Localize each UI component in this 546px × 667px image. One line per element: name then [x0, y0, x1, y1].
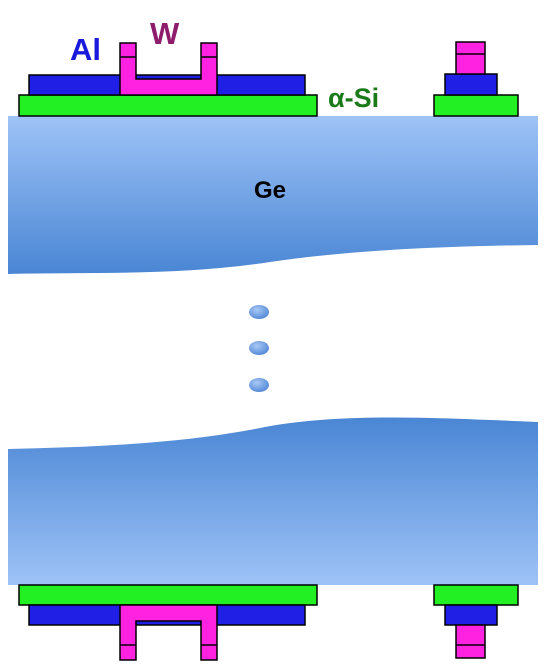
label-amorphous-silicon: α-Si: [328, 83, 379, 113]
amorphous-silicon-layer-bottom-left: [18, 584, 318, 606]
tungsten-contact-bottom-left: [119, 604, 218, 661]
ellipsis-dot: [249, 305, 269, 319]
germanium-crystal-bottom: [8, 417, 538, 585]
ellipsis-dot: [249, 341, 269, 355]
aluminum-layer-bottom-right: [444, 604, 498, 626]
aluminum-layer-top-right: [444, 73, 498, 96]
ellipsis-dot: [249, 378, 269, 392]
tungsten-contact-top-right: [455, 41, 486, 75]
germanium-crystal-top: [8, 116, 538, 274]
label-tungsten: W: [150, 16, 180, 51]
label-aluminum: Al: [70, 32, 101, 67]
amorphous-silicon-layer-bottom-right: [433, 584, 519, 606]
amorphous-silicon-layer-top-right: [433, 94, 519, 117]
tungsten-contact-top-left: [119, 42, 218, 96]
label-germanium: Ge: [254, 177, 286, 204]
tungsten-contact-bottom-right: [455, 624, 486, 659]
amorphous-silicon-layer-top-left: [18, 94, 318, 117]
